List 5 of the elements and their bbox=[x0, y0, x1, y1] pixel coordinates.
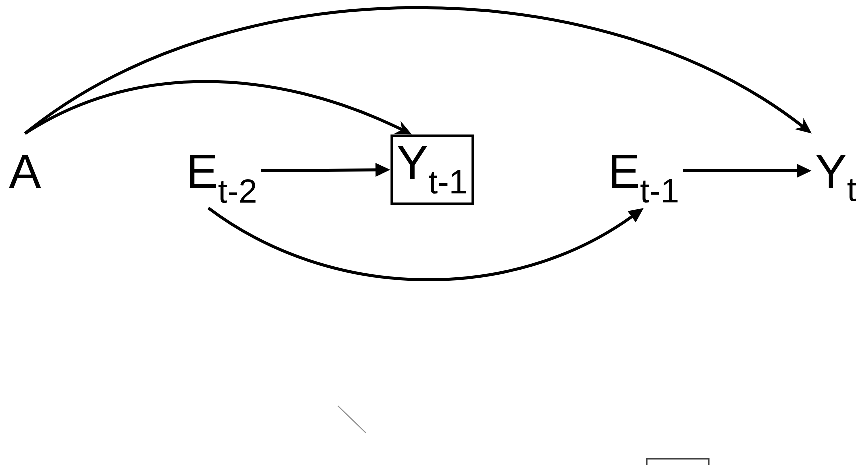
variable-box: Y$_{t-1}$ bbox=[390, 134, 474, 206]
variable-label: E$_{t-2}$ bbox=[190, 154, 256, 204]
variable-label: E$_{t-1}$ bbox=[612, 154, 678, 203]
variable-label: Y$_{t}$ bbox=[816, 154, 856, 202]
variable-label: A bbox=[9, 154, 42, 188]
